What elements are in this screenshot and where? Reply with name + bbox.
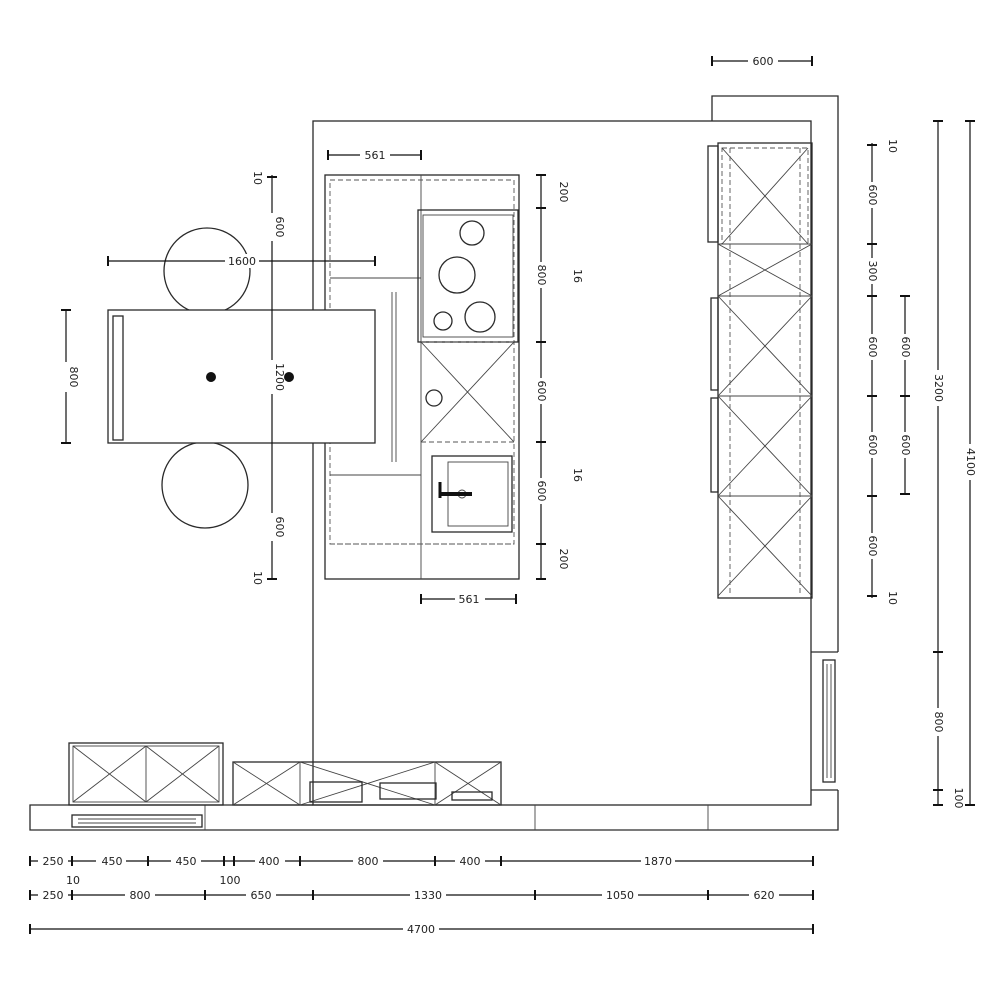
- dim-island-200-bottom: 200: [557, 549, 570, 570]
- dim-600-top: 600: [753, 55, 774, 68]
- dim-total-4700: 4700: [407, 923, 435, 936]
- dim-row2-250: 250: [43, 889, 64, 902]
- dim-row1-250: 250: [43, 855, 64, 868]
- dim-wall-100: 100: [952, 788, 965, 809]
- dim-row2-650: 650: [251, 889, 272, 902]
- dim-row1-400b: 400: [460, 855, 481, 868]
- dim-table-1200: 1200: [273, 363, 286, 391]
- dim-wall-side-600-b: 600: [899, 435, 912, 456]
- dim-island-200-top: 200: [557, 182, 570, 203]
- dim-window-800: 800: [932, 712, 945, 733]
- dim-1600: 1600: [228, 255, 256, 268]
- room-walls: [29, 95, 839, 831]
- tall-units: [707, 142, 813, 599]
- dim-row2-800: 800: [130, 889, 151, 902]
- dim-561-top: 561: [365, 149, 386, 162]
- dim-wall-300: 300: [866, 261, 879, 282]
- dim-table-600-top: 600: [273, 217, 286, 238]
- dim-row2-1330: 1330: [414, 889, 442, 902]
- dim-wall-10-top: 10: [886, 139, 899, 153]
- dim-island-800: 800: [535, 265, 548, 286]
- vertical-labels: 800 10 600 1200 600 10 200 800 16 600 60…: [59, 139, 978, 809]
- dim-table-600-bottom: 600: [273, 517, 286, 538]
- dim-3200: 3200: [932, 374, 945, 402]
- dining-table: [107, 227, 376, 529]
- bottom-left-cabinet: [68, 742, 224, 828]
- dim-wall-10-bottom: 10: [886, 591, 899, 605]
- dim-island-16-bottom: 16: [571, 468, 584, 482]
- dim-561-bottom: 561: [459, 593, 480, 606]
- dim-row1-10: 10: [66, 874, 80, 887]
- dim-wall-600-a: 600: [866, 185, 879, 206]
- dim-row2-620: 620: [754, 889, 775, 902]
- dim-wall-600-d: 600: [866, 536, 879, 557]
- dim-table-800: 800: [67, 367, 80, 388]
- dim-island-600-b: 600: [535, 481, 548, 502]
- dim-table-10-top: 10: [251, 171, 264, 185]
- dim-4100: 4100: [964, 448, 977, 476]
- dim-table-10-bottom: 10: [251, 571, 264, 585]
- dim-row1-1870: 1870: [644, 855, 672, 868]
- dim-island-600-a: 600: [535, 381, 548, 402]
- dim-row1-450a: 450: [102, 855, 123, 868]
- dim-row1-100: 100: [220, 874, 241, 887]
- window: [822, 659, 836, 783]
- dim-island-16-top: 16: [571, 269, 584, 283]
- bottom-counter: [232, 761, 502, 806]
- dim-wall-600-c: 600: [866, 435, 879, 456]
- dimension-labels: 600 561 561 1600 250 450 450 400 800 400…: [38, 54, 779, 936]
- dim-wall-side-600-a: 600: [899, 337, 912, 358]
- dim-wall-600-b: 600: [866, 337, 879, 358]
- dim-row2-1050: 1050: [606, 889, 634, 902]
- dim-row1-400a: 400: [259, 855, 280, 868]
- dim-row1-450b: 450: [176, 855, 197, 868]
- dim-row1-800: 800: [358, 855, 379, 868]
